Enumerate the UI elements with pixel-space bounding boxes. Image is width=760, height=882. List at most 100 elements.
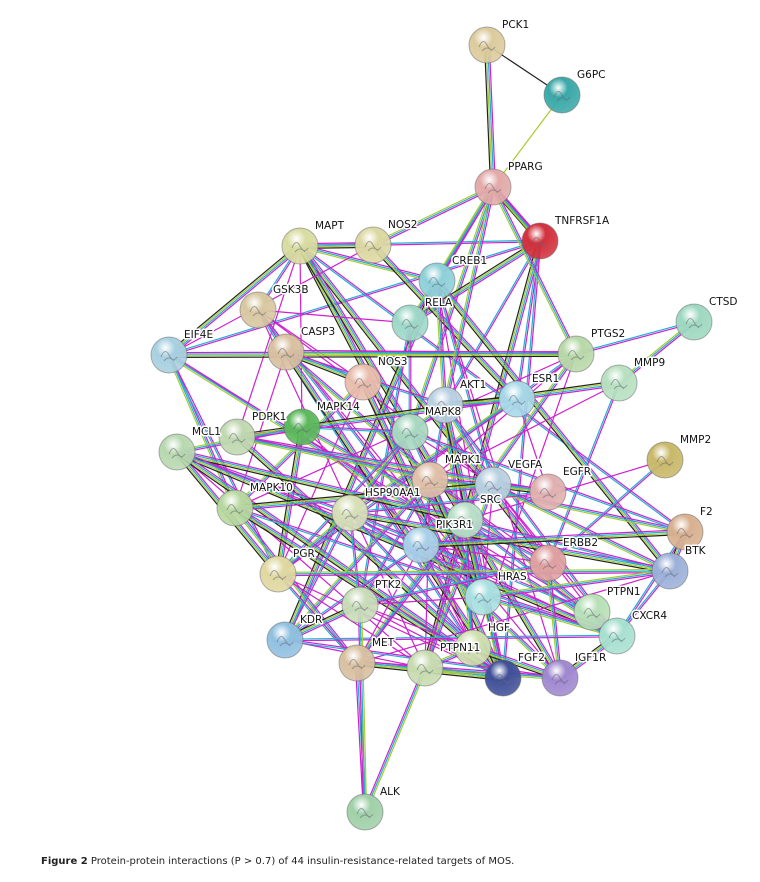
interaction-edge-MAPT-EIF4E (169, 246, 301, 357)
protein-structure-icon (291, 242, 309, 253)
protein-structure-icon (356, 808, 374, 819)
node-cxcr4[interactable]: CXCR4 (598, 609, 669, 655)
node-label: RELA (425, 297, 453, 309)
interaction-edge-TNFRSF1A-FGF2 (501, 240, 540, 678)
node-pik3r1[interactable]: PIK3R1 (402, 518, 474, 564)
interaction-edge-HSP90AA1-KDR (283, 512, 350, 640)
interaction-edge-EIF4E-MAPK10 (168, 354, 236, 509)
node-label: NOS3 (378, 356, 407, 368)
node-mapt[interactable]: MAPT (281, 219, 346, 265)
node-pparg[interactable]: PPARG (474, 160, 544, 206)
node-casp3[interactable]: CASP3 (267, 325, 337, 371)
interaction-edge-CASP3-PTGS2 (285, 351, 577, 355)
node-mapk8[interactable]: MAPK8 (391, 405, 463, 451)
node-erbb2[interactable]: ERBB2 (529, 536, 600, 582)
interaction-edge-PPARG-AKT1 (445, 187, 496, 406)
interaction-edge-MMP2-ERBB2 (547, 458, 665, 563)
node-vegfa[interactable]: VEGFA (474, 458, 545, 504)
node-pdpk1[interactable]: PDPK1 (218, 410, 288, 456)
node-label: MMP2 (680, 434, 711, 446)
node-label: ESR1 (532, 373, 559, 385)
interaction-edge-ALK-MET (354, 663, 365, 813)
interaction-edge-ALK-PTK2 (360, 604, 368, 812)
node-label: SRC (480, 494, 501, 506)
node-hgf[interactable]: HGF (454, 621, 512, 667)
interaction-edge-MAPT-CREB1 (299, 245, 438, 282)
interaction-edge-MAPT-MAPK14 (299, 245, 303, 428)
node-tnfrsf1a[interactable]: TNFRSF1A (521, 214, 611, 260)
protein-structure-icon (608, 632, 626, 643)
interaction-edge-NOS2-ESR1 (373, 244, 519, 399)
node-label: PDPK1 (252, 411, 286, 423)
node-ptpn11[interactable]: PTPN11 (406, 641, 482, 687)
interaction-edge-ERBB2-IGF1R (547, 562, 561, 679)
interaction-edge-BTK-PGR (277, 570, 671, 575)
node-btk[interactable]: BTK (651, 544, 708, 590)
interaction-edge-PPARG-RELA (408, 185, 493, 323)
node-hras[interactable]: HRAS (464, 570, 528, 616)
node-rela[interactable]: RELA (391, 296, 455, 342)
interaction-edge-PCK1-PPARG (485, 45, 493, 188)
interaction-edge-BTK-MET (356, 570, 671, 664)
node-mmp9[interactable]: MMP9 (600, 356, 667, 402)
node-ptpn1[interactable]: PTPN1 (573, 585, 642, 631)
interaction-edge-PPARG-MAPK8 (410, 187, 496, 433)
interaction-edge-TNFRSF1A-EIF4E (168, 239, 540, 355)
node-mapk1[interactable]: MAPK1 (411, 453, 483, 499)
node-esr1[interactable]: ESR1 (498, 372, 561, 418)
node-fgf2[interactable]: FGF2 (484, 651, 546, 697)
node-kdr[interactable]: KDR (266, 613, 324, 659)
protein-structure-icon (436, 401, 454, 412)
protein-structure-icon (293, 423, 311, 434)
node-mapk14[interactable]: MAPK14 (283, 400, 362, 446)
node-gsk3b[interactable]: GSK3B (239, 283, 310, 329)
interaction-edge-PPARG-PTGS2 (493, 186, 578, 354)
protein-structure-icon (416, 664, 434, 675)
interaction-edge-EGFR-HSP90AA1 (349, 490, 548, 513)
interaction-edge-HSP90AA1-PTPN1 (350, 511, 593, 612)
node-ctsd[interactable]: CTSD (675, 295, 739, 341)
node-eif4e[interactable]: EIF4E (150, 328, 215, 374)
node-ptgs2[interactable]: PTGS2 (557, 327, 627, 373)
node-met[interactable]: MET (338, 636, 396, 682)
interaction-edge-MAPT-HRAS (297, 246, 482, 599)
node-akt1[interactable]: AKT1 (426, 378, 488, 424)
node-mapk10[interactable]: MAPK10 (216, 481, 294, 527)
node-src[interactable]: SRC (446, 493, 502, 539)
interaction-edge-MCL1-FGF2 (177, 450, 504, 678)
interaction-edge-SRC-BTK (464, 520, 670, 573)
protein-structure-icon (277, 348, 295, 359)
node-pgr[interactable]: PGR (259, 547, 316, 593)
node-mmp2[interactable]: MMP2 (646, 433, 713, 479)
node-ptk2[interactable]: PTK2 (341, 578, 403, 624)
interaction-edge-PIK3R1-F2 (420, 530, 685, 545)
protein-structure-icon (464, 644, 482, 655)
node-alk[interactable]: ALK (346, 785, 403, 831)
node-nos3[interactable]: NOS3 (344, 355, 409, 401)
interaction-edge-BTK-HRAS (482, 568, 670, 597)
node-nos2[interactable]: NOS2 (354, 218, 419, 264)
interaction-edge-CASP3-PTGS2 (286, 349, 577, 354)
interaction-edge-CREB1-VEGFA (435, 281, 493, 486)
protein-structure-icon (478, 41, 496, 52)
node-hsp90aa1[interactable]: HSP90AA1 (331, 486, 422, 532)
interaction-edge-ALK-PTK2 (357, 605, 365, 813)
node-mcl1[interactable]: MCL1 (158, 425, 222, 471)
node-g6pc[interactable]: G6PC (543, 68, 607, 114)
interaction-edge-MAPT-F2 (300, 244, 686, 532)
node-label: PTPN1 (607, 586, 641, 598)
node-label: MAPK14 (317, 401, 360, 413)
node-egfr[interactable]: EGFR (529, 465, 593, 511)
node-creb1[interactable]: CREB1 (418, 254, 489, 300)
interaction-edge-VEGFA-MAPK10 (234, 483, 493, 508)
interaction-edge-CTSD-PTGS2 (575, 320, 694, 354)
interaction-edge-PTK2-HGF (359, 604, 474, 649)
node-igf1r[interactable]: IGF1R (541, 651, 608, 697)
interaction-edge-MAPT-ERBB2 (297, 247, 547, 565)
interaction-edge-PIK3R1-MET (356, 544, 422, 664)
node-f2[interactable]: F2 (666, 505, 714, 551)
protein-structure-icon (401, 428, 419, 439)
node-pck1[interactable]: PCK1 (468, 18, 531, 64)
interaction-edge-SRC-HGF (463, 520, 473, 649)
